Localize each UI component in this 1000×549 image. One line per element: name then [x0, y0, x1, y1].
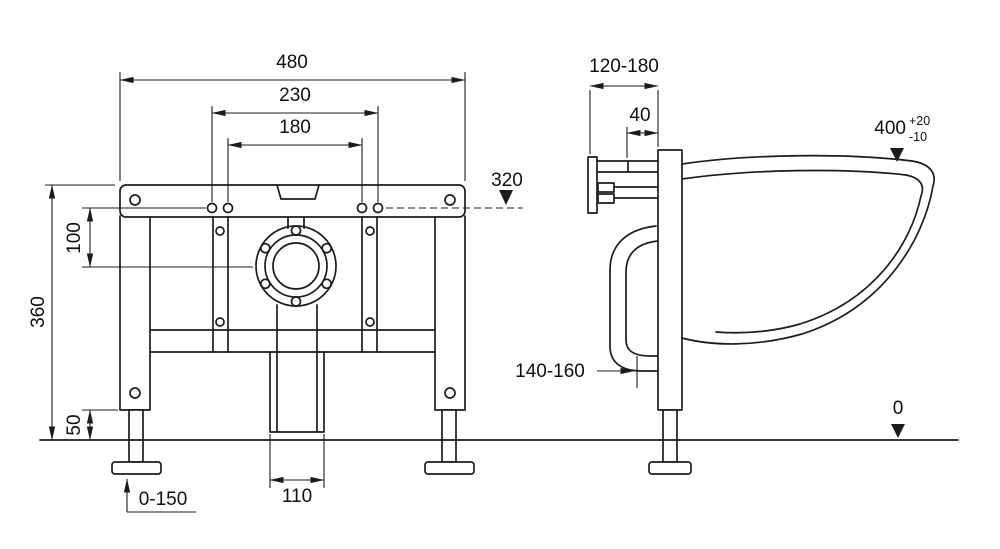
outlet-flange-inner — [272, 242, 320, 290]
level-marker-320: 320 — [386, 170, 523, 209]
left-foot-plate — [111, 461, 162, 475]
dim-230-label: 230 — [279, 85, 311, 106]
dim-40-label: 40 — [629, 105, 650, 126]
outlet-flange-mid — [264, 234, 328, 298]
level-marker-floor: 0 — [891, 398, 905, 438]
frame-post — [657, 149, 683, 411]
pan-fixing-hole — [206, 202, 218, 214]
corner-bolt-hole — [129, 387, 141, 399]
flange-bolt — [321, 242, 333, 254]
dim-180-label: 180 — [279, 117, 311, 138]
dim-frame-height: 360 — [28, 184, 115, 441]
dim-bracket-offset: 40 — [626, 105, 659, 158]
dim-400-tol-upper: +20 — [909, 114, 930, 128]
corner-bolt-hole — [444, 387, 456, 399]
extension-lines — [82, 207, 253, 268]
strut-bolt-hole — [365, 226, 375, 236]
pan-fixing-hole — [372, 202, 384, 214]
dim-overall-width: 480 — [119, 52, 466, 181]
dim-fixing-outer: 230 — [211, 85, 379, 202]
dim-400-label: 400 — [874, 118, 906, 139]
dim-140-160-label: 140-160 — [515, 361, 585, 382]
dim-outlet-width: 110 — [269, 434, 325, 507]
toilet-bowl — [681, 154, 935, 345]
bracket-bolt-head — [597, 193, 615, 204]
pan-fixing-hole — [356, 202, 368, 214]
right-foot-plate — [424, 461, 475, 475]
flush-pipe-inner — [625, 240, 659, 357]
right-column — [434, 215, 466, 411]
foot-plate — [648, 461, 692, 475]
extension-lines — [119, 72, 466, 181]
dim-50-label: 50 — [64, 414, 85, 435]
frame-assembly — [111, 184, 475, 475]
dim-400-tol-lower: -10 — [909, 130, 927, 144]
dim-outlet-distance: 140-160 — [515, 356, 638, 388]
corner-bolt-hole — [444, 194, 456, 206]
wall-bracket-arm — [596, 160, 659, 173]
dim-320-label: 320 — [491, 170, 523, 191]
flange-bolt — [290, 296, 302, 307]
extension-lines — [211, 106, 379, 202]
extension-lines — [227, 138, 363, 202]
dim-100-label: 100 — [64, 222, 85, 254]
corner-bolt-hole — [129, 194, 141, 206]
level-arrow — [890, 148, 904, 162]
flange-bolt — [290, 225, 302, 236]
pan-fixing-hole — [222, 202, 234, 214]
flush-pipe-outer — [609, 225, 659, 372]
wall-bracket-plate — [587, 156, 598, 214]
frame-profile — [587, 149, 692, 475]
side-view: 120-180 40 400 +20 -10 140-160 0 — [515, 56, 935, 475]
bowl-outline-inner — [681, 169, 924, 334]
dim-flange-offset: 100 — [64, 207, 253, 268]
strut-bolt-hole — [215, 226, 225, 236]
extension-lines — [589, 90, 659, 154]
level-arrow — [499, 190, 513, 205]
dim-0-label: 0 — [893, 398, 904, 419]
dim-fixing-inner: 180 — [227, 117, 363, 202]
bowl-outline-outer — [681, 154, 935, 345]
dim-120-180-label: 120-180 — [589, 56, 659, 77]
dim-seat-height: 400 +20 -10 — [874, 114, 930, 162]
left-column — [119, 215, 151, 411]
flange-bolt — [259, 242, 271, 254]
middle-rail — [149, 329, 436, 353]
dim-leg-clearance: 50 — [64, 409, 118, 441]
bracket-bolt-head — [597, 182, 615, 193]
drain-pipe — [269, 304, 325, 433]
dim-foot-adjustment: 0-150 — [123, 478, 196, 513]
top-rail-notch — [276, 184, 320, 200]
flange-bolt — [321, 278, 333, 290]
dim-480-label: 480 — [276, 52, 308, 73]
dim-0-150-label: 0-150 — [139, 489, 188, 510]
strut-bolt-hole — [215, 317, 225, 327]
dim-360-label: 360 — [28, 296, 49, 328]
outlet-flange-outer — [255, 225, 337, 307]
flange-bolt — [259, 278, 271, 290]
top-rail — [119, 184, 466, 218]
strut-bolt-hole — [365, 317, 375, 327]
vertical-struts — [212, 216, 378, 353]
right-foot-rod — [441, 409, 457, 463]
front-view: 480 230 180 320 360 100 — [28, 52, 523, 513]
dim-depth-range: 120-180 — [589, 56, 659, 154]
left-foot-rod — [128, 409, 144, 463]
level-arrow — [891, 424, 905, 438]
bracket-bolt-rods — [613, 186, 659, 199]
foot-rod — [662, 409, 678, 463]
dim-110-label: 110 — [282, 486, 312, 507]
